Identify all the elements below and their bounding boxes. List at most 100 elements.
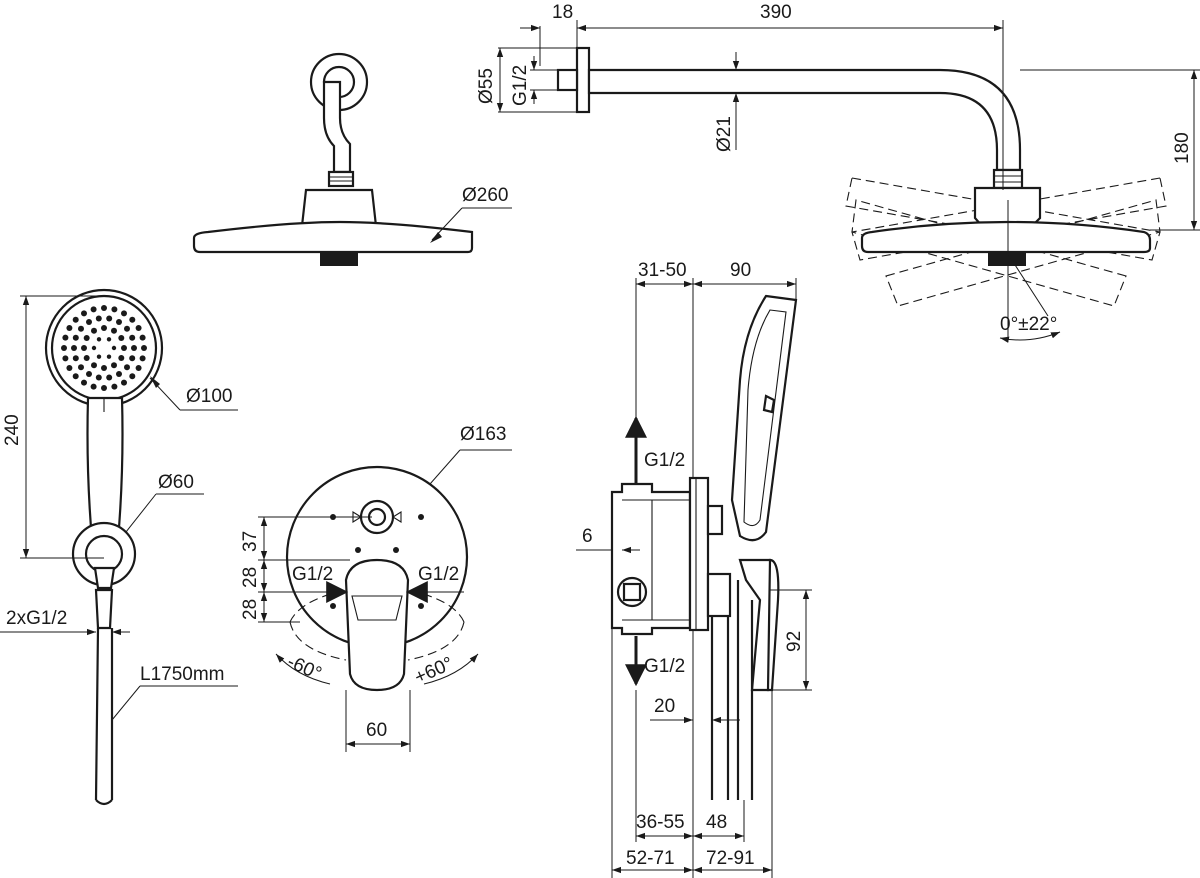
nozzle: [101, 385, 107, 391]
nozzle: [66, 325, 73, 331]
nozzle: [90, 383, 97, 390]
nozzle: [139, 334, 146, 341]
nozzle: [124, 325, 130, 332]
nozzle: [101, 325, 107, 331]
hand-dia-label: Ø100: [186, 386, 232, 407]
depth-a-label: 36-55: [636, 812, 685, 833]
nozzle: [96, 337, 102, 342]
nozzle: [111, 345, 117, 351]
nozzle: [101, 305, 107, 311]
nozzle: [131, 345, 137, 351]
nozzle: [116, 371, 122, 377]
nozzle: [78, 325, 84, 332]
tube-dia-label: Ø21: [714, 116, 735, 152]
nozzle: [62, 334, 69, 341]
nozzle: [121, 345, 127, 351]
lever-width-label: 60: [366, 720, 387, 741]
nozzle: [129, 316, 136, 323]
hand-length-label: 240: [2, 414, 23, 446]
nozzle: [106, 315, 113, 322]
tilt-label: 0°±22°: [1000, 314, 1057, 335]
flange-dia-label: Ø55: [476, 68, 497, 104]
nozzle: [81, 310, 87, 317]
head-diameter-label: Ø260: [462, 185, 508, 206]
outlet-top-label: G1/2: [644, 450, 685, 471]
nozzle: [111, 327, 117, 334]
depth-d-label: 72-91: [706, 848, 755, 869]
nozzle: [129, 355, 136, 362]
nozzle: [95, 315, 102, 322]
nozzle: [141, 345, 147, 351]
nozzle: [118, 335, 125, 341]
nozzle: [78, 364, 84, 371]
body-depth-label: 31-50: [638, 260, 687, 281]
plate-bottom-label: 28: [240, 599, 261, 620]
nozzle: [83, 355, 90, 361]
nozzle: [111, 383, 118, 390]
holder-dia-label: Ø60: [158, 472, 194, 493]
depth-c-label: 52-71: [626, 848, 675, 869]
inlet-left-label: G1/2: [292, 564, 333, 585]
nozzle: [86, 319, 92, 325]
plate-mid-label: 28: [240, 567, 261, 588]
nozzle: [106, 374, 113, 381]
plate-top-label: 37: [240, 531, 261, 552]
nozzle: [124, 364, 130, 371]
mixer-front: G1/2 G1/2 -60° +60° Ø163 37 28 28 60: [240, 424, 512, 752]
nozzle: [135, 365, 142, 371]
shower-arm-side: 0°±22° 18 390 Ø55 G1/2 Ø21 180: [476, 2, 1200, 343]
nozzle: [91, 345, 97, 351]
nozzle: [72, 373, 79, 380]
spray-nozzles: [61, 305, 147, 391]
wall-offset-label: 20: [654, 696, 675, 717]
nozzle: [135, 325, 142, 331]
depth-b-label: 48: [706, 812, 727, 833]
rotation-right-label: +60°: [411, 653, 456, 688]
nozzle: [139, 355, 146, 362]
arm-offset-label: 18: [552, 2, 573, 23]
nozzle: [91, 362, 97, 369]
nozzle: [61, 345, 67, 351]
nozzle: [116, 319, 122, 325]
nozzle: [91, 327, 97, 334]
nozzle: [129, 373, 136, 380]
nozzle: [62, 355, 69, 362]
inlet-right-label: G1/2: [418, 564, 459, 585]
plate-thickness-label: 6: [582, 526, 593, 547]
nozzle: [118, 355, 125, 361]
lever-height-label: 92: [784, 631, 805, 652]
nozzle: [86, 371, 92, 377]
nozzle: [72, 334, 79, 341]
nozzle: [106, 354, 112, 359]
head-shower-front: Ø260: [192, 52, 512, 266]
arm-thread-label: G1/2: [510, 65, 531, 106]
nozzle: [121, 310, 127, 317]
hand-shower: 240 Ø100 Ø60 2xG1/2 L1750mm: [0, 288, 238, 806]
plate-dia-label: Ø163: [460, 424, 506, 445]
handset-projection-label: 90: [730, 260, 751, 281]
nozzle: [81, 379, 87, 386]
nozzle: [111, 362, 117, 369]
nozzle: [81, 345, 87, 351]
nozzle: [129, 334, 136, 341]
mixer-side: G1/2 G1/2 31-50 90 6 92 20 36-55: [576, 260, 812, 878]
nozzle: [101, 365, 107, 371]
nozzle: [111, 306, 118, 313]
rotation-left-label: -60°: [284, 651, 325, 684]
nozzle: [95, 374, 102, 381]
nozzle: [83, 335, 90, 341]
nozzle: [72, 316, 79, 323]
outlet-bottom-label: G1/2: [644, 656, 685, 677]
nozzle: [121, 379, 127, 386]
nozzle: [66, 365, 73, 371]
nozzle: [90, 306, 97, 313]
nozzle: [72, 355, 79, 362]
nozzle: [96, 354, 102, 359]
hose-length-label: L1750mm: [140, 664, 225, 685]
nozzle: [71, 345, 77, 351]
arm-length-label: 390: [760, 2, 792, 23]
hose-thread-label: 2xG1/2: [6, 608, 67, 629]
nozzle: [106, 337, 112, 342]
